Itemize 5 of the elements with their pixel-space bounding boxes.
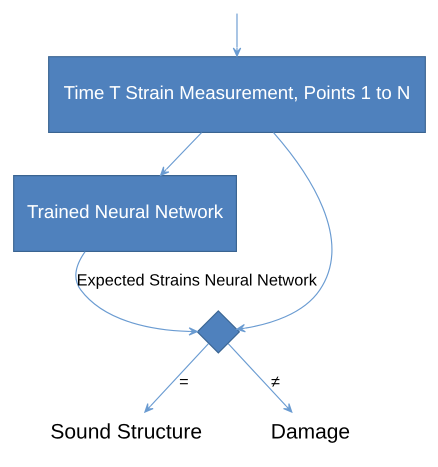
node-text: Sound Structure [50, 420, 202, 444]
edge-label: Expected Strains Neural Network [76, 271, 316, 290]
edge-label: ≠ [270, 372, 280, 391]
node-text: Damage [270, 420, 350, 444]
edge-label: = [178, 372, 188, 391]
